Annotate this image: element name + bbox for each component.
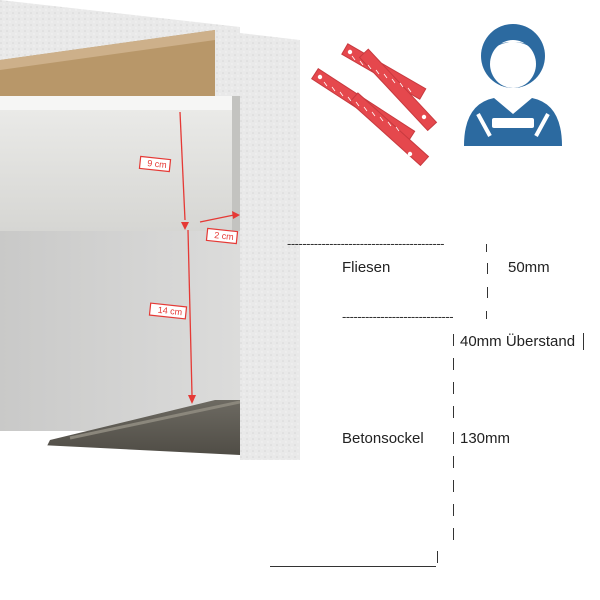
overhang-value: 40mm Überstand xyxy=(460,333,576,350)
base-vertical-bars xyxy=(453,334,455,559)
text-cursor xyxy=(583,333,584,350)
tile-top-line: ----------------------------------------… xyxy=(287,236,445,251)
tile-top-corner xyxy=(486,244,487,252)
tile-bottom-line: ----------------------------- xyxy=(342,309,454,324)
ground-corner xyxy=(437,551,438,563)
craftsman-icon xyxy=(464,24,562,146)
tiles-label: Fliesen xyxy=(342,259,391,276)
base-label: Betonsockel xyxy=(342,430,424,447)
tiles-value: 50mm xyxy=(508,259,550,276)
ground-line xyxy=(270,566,436,567)
tiles-bar-2 xyxy=(487,287,488,298)
folding-ruler-icon xyxy=(311,43,438,167)
tiles-bar-1 xyxy=(487,263,488,274)
tile-bottom-corner xyxy=(486,311,487,319)
base-value: 130mm xyxy=(460,430,511,447)
sill-photo xyxy=(0,0,300,460)
